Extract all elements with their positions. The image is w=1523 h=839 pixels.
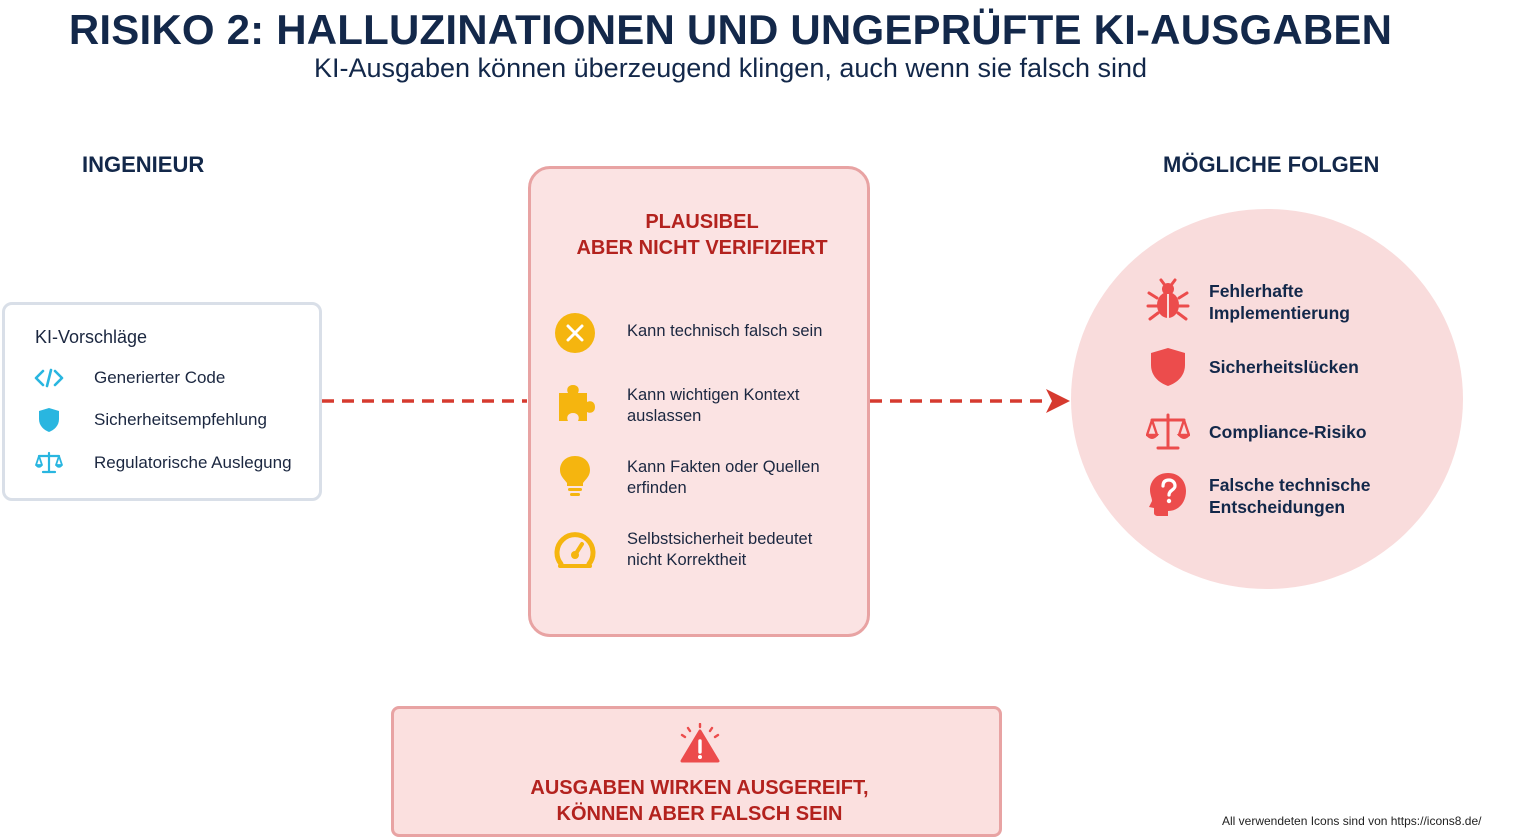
arrow-head — [1046, 389, 1070, 413]
ai-suggestions-card: KI-Vorschläge Generierter Code Sicherhei… — [2, 302, 322, 501]
consequence-label: Falsche technische Entscheidungen — [1209, 475, 1371, 517]
card-title: KI-Vorschläge — [35, 327, 148, 347]
suggestion-label: Generierter Code — [94, 368, 226, 387]
card-title-line1: PLAUSIBEL — [645, 211, 759, 233]
consequences-circle — [1071, 209, 1463, 589]
consequence-item: Sicherheitslücken — [1144, 343, 1359, 391]
risk-item: Selbstsicherheit bedeutet nicht Korrekth… — [551, 527, 851, 575]
scales-icon — [33, 450, 65, 476]
suggestion-item: Regulatorische Auslegung — [33, 450, 292, 476]
puzzle-icon — [553, 382, 597, 426]
risk-label: Kann Fakten oder Quellen erfinden — [627, 458, 820, 497]
card-title-line2: ABER NICHT VERIFIZIERT — [576, 237, 828, 259]
page-subtitle: KI-Ausgaben können überzeugend klingen, … — [313, 53, 1148, 83]
risk-item: Kann technisch falsch sein — [551, 311, 851, 359]
scales-icon — [1144, 408, 1192, 456]
page-title: RISIKO 2: HALLUZINATIONEN UND UNGEPRÜFTE… — [68, 6, 1393, 53]
suggestion-label: Sicherheitsempfehlung — [94, 410, 267, 429]
head-question-icon — [1144, 470, 1192, 518]
risk-item: Kann wichtigen Kontext auslassen — [551, 382, 851, 430]
consequence-item: Fehlerhafte Implementierung — [1144, 276, 1350, 324]
shield-icon — [1144, 343, 1192, 391]
icon-credit: All verwendeten Icons sind von https://i… — [1222, 814, 1482, 828]
warning-text: AUSGABEN WIRKEN AUSGEREIFT, KÖNNEN ABER … — [530, 777, 869, 825]
consequences-heading: MÖGLICHE FOLGEN — [1163, 152, 1380, 177]
consequence-label: Fehlerhafte Implementierung — [1209, 281, 1350, 323]
gauge-icon — [553, 527, 597, 571]
risk-label: Selbstsicherheit bedeutet nicht Korrekth… — [627, 530, 813, 569]
bug-icon — [1144, 276, 1192, 324]
card-title: PLAUSIBEL ABER NICHT VERIFIZIERT — [531, 209, 873, 261]
suggestion-item: Generierter Code — [33, 365, 225, 391]
warning-icon — [678, 722, 722, 763]
risk-label: Kann wichtigen Kontext auslassen — [627, 386, 800, 425]
suggestion-label: Regulatorische Auslegung — [94, 453, 292, 472]
risk-item: Kann Fakten oder Quellen erfinden — [551, 454, 851, 502]
x-circle-icon — [553, 311, 597, 355]
lightbulb-icon — [553, 454, 597, 498]
consequence-item: Compliance-Risiko — [1144, 408, 1367, 456]
consequence-item: Falsche technische Entscheidungen — [1144, 470, 1370, 518]
risk-label: Kann technisch falsch sein — [627, 322, 823, 340]
suggestion-item: Sicherheitsempfehlung — [33, 407, 267, 433]
plausible-unverified-card: PLAUSIBEL ABER NICHT VERIFIZIERT Kann te… — [528, 166, 870, 637]
consequence-label: Compliance-Risiko — [1209, 422, 1367, 442]
consequence-label: Sicherheitslücken — [1209, 357, 1359, 377]
shield-icon — [33, 407, 65, 433]
warning-box: AUSGABEN WIRKEN AUSGEREIFT, KÖNNEN ABER … — [391, 706, 1002, 837]
engineer-heading: INGENIEUR — [82, 152, 205, 177]
code-icon — [33, 365, 65, 391]
